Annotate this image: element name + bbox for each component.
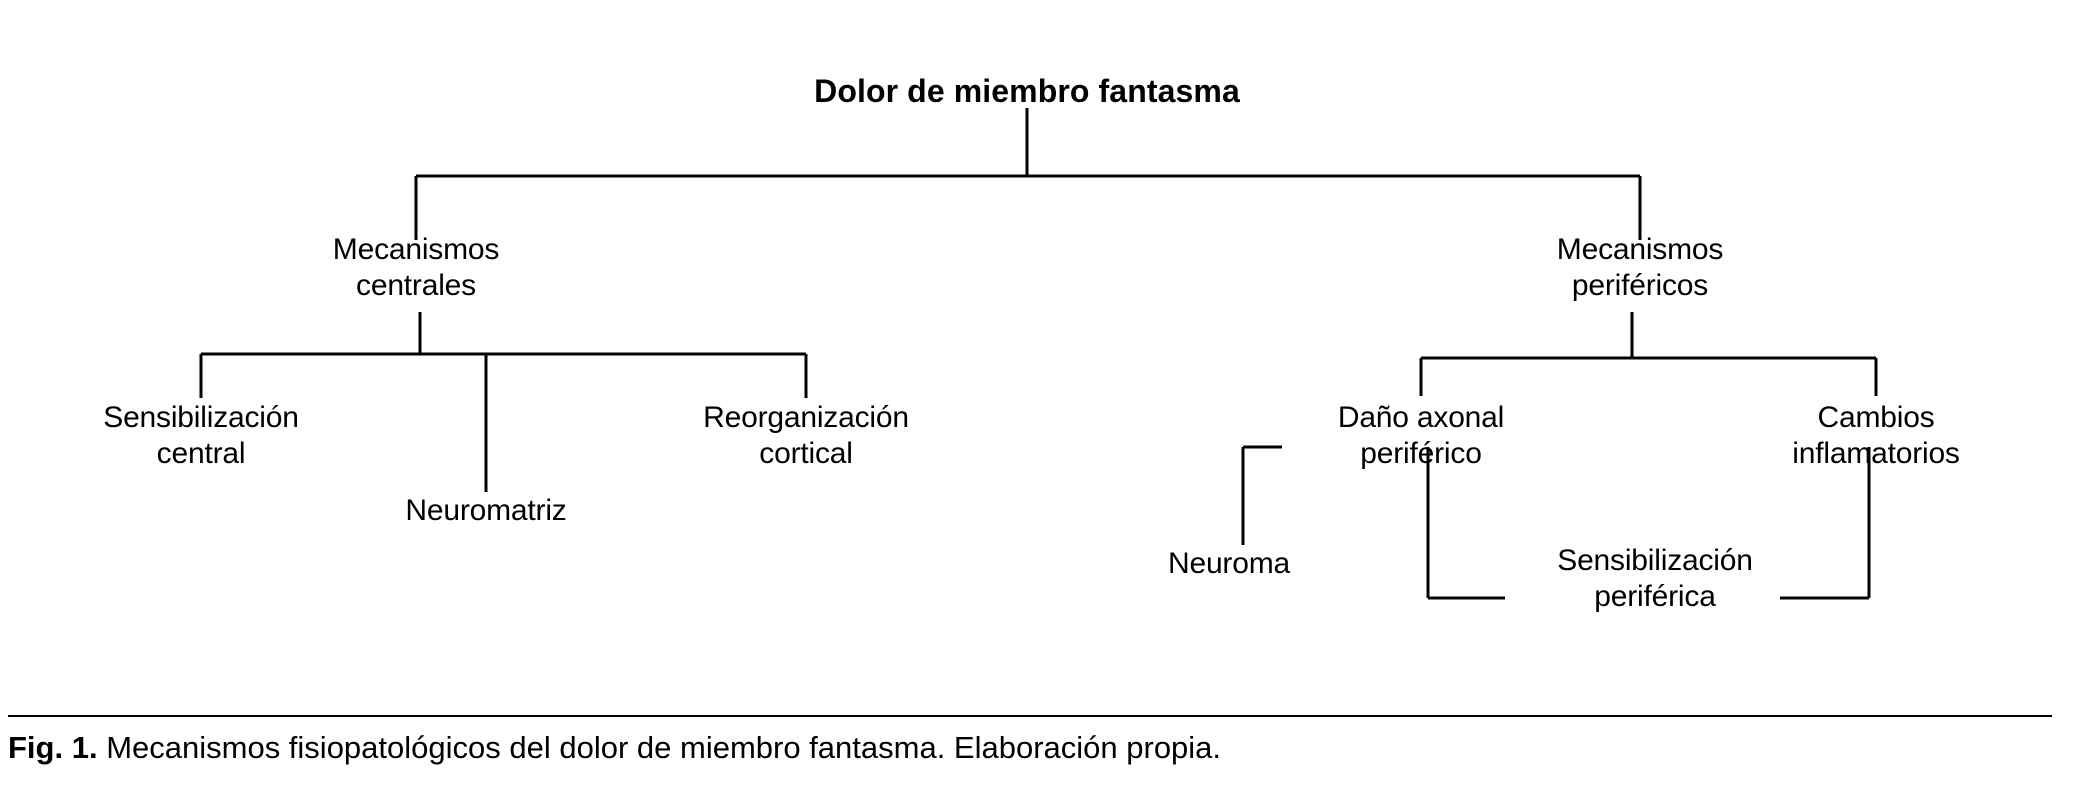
node-neuromatriz[interactable]: Neuromatriz — [405, 494, 567, 527]
caption-figure-label: Fig. 1. — [8, 730, 98, 765]
caption-text: Mecanismos fisiopatológicos del dolor de… — [97, 730, 1222, 765]
node-mecanismos-centrales[interactable]: Mecanismos centrales — [332, 233, 500, 302]
node-dolor-de-miembro-fantasma[interactable]: Dolor de miembro fantasma — [814, 73, 1240, 109]
node-sensibilizacion-central[interactable]: Sensibilización central — [103, 401, 299, 470]
diagram-connectors — [199, 108, 1878, 600]
figure-caption: Fig. 1. Mecanismos fisiopatológicos del … — [8, 729, 2052, 768]
node-dano-axonal-periferico[interactable]: Daño axonal periférico — [1337, 401, 1505, 470]
node-mecanismos-perifericos[interactable]: Mecanismos periféricos — [1556, 233, 1724, 302]
caption-divider — [8, 715, 2052, 717]
node-cambios-inflamatorios[interactable]: Cambios inflamatorios — [1792, 401, 1960, 470]
node-sensibilizacion-periferica[interactable]: Sensibilización periférica — [1557, 544, 1753, 613]
node-neuroma[interactable]: Neuroma — [1168, 547, 1290, 580]
node-reorganizacion-cortical[interactable]: Reorganización cortical — [703, 401, 909, 470]
